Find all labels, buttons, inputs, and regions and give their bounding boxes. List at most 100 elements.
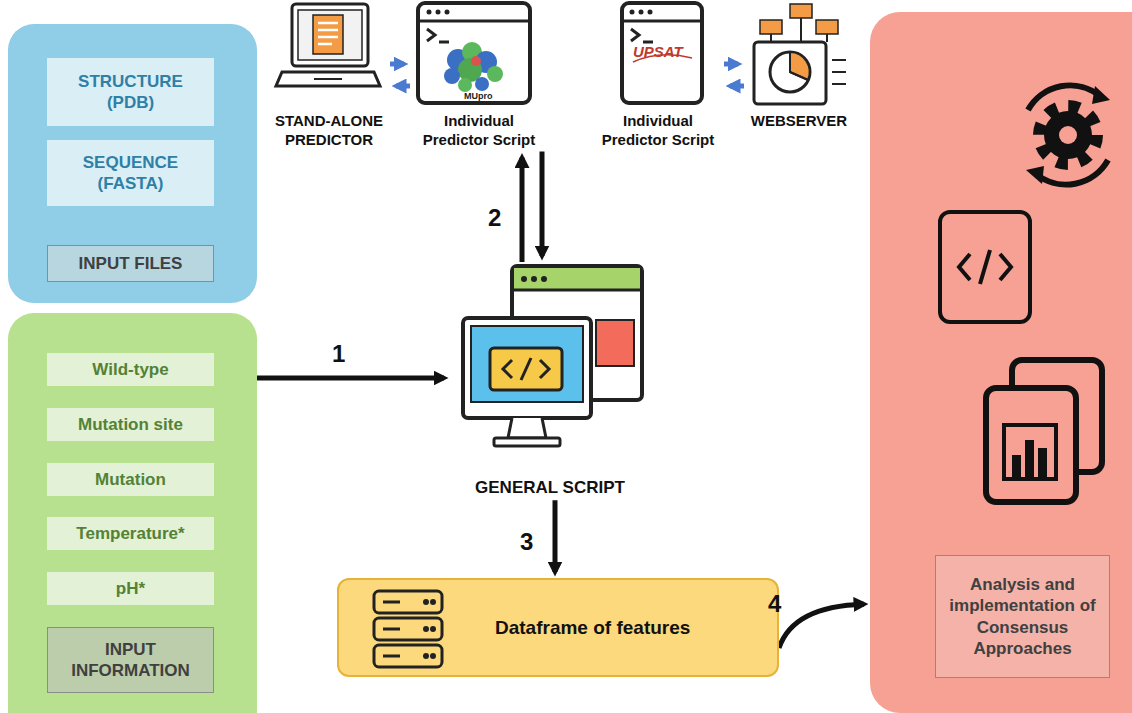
node-label: Mutation site	[78, 414, 183, 435]
node-label: GENERAL SCRIPT	[450, 477, 650, 498]
drawing-part	[790, 52, 810, 80]
panel-heading: INPUT INFORMATION	[47, 627, 214, 693]
drawing-part	[462, 42, 482, 62]
drawing-part	[430, 653, 436, 659]
drawing-part	[445, 10, 450, 15]
node-label: pH*	[116, 578, 145, 599]
drawing-part	[423, 653, 429, 659]
tool-logo-text: UPSAT	[633, 44, 683, 59]
callout-number: 2	[488, 206, 501, 230]
input-field-box: Temperature*	[47, 517, 214, 550]
drawing-part	[514, 268, 640, 290]
flow-arrow	[390, 62, 404, 67]
drawing-part	[512, 289, 642, 292]
input-file-box: STRUCTURE (PDB)	[47, 58, 214, 126]
drawing-part	[292, 4, 368, 66]
drawing-part	[648, 10, 653, 15]
drawing-part	[423, 599, 429, 605]
flow-arrow	[724, 62, 738, 67]
drawing-part	[1028, 85, 1100, 110]
drawing-part	[986, 388, 1076, 502]
predictor-node: STAND-ALONE PREDICTOR	[268, 0, 390, 152]
drawing-part	[754, 42, 826, 104]
drawing-part	[471, 56, 481, 66]
gear-icon	[1026, 85, 1110, 184]
drawing-part	[444, 68, 460, 84]
drawing-part	[487, 66, 503, 82]
drawing-part	[622, 20, 702, 23]
drawing-part	[816, 20, 838, 34]
drawing-part	[1036, 160, 1108, 185]
drawing-part	[276, 72, 380, 86]
panel-heading: Analysis and implementation of Consensus…	[935, 555, 1110, 678]
panel-heading: INPUT FILES	[47, 245, 214, 282]
drawing-part	[771, 18, 846, 84]
callout-number: 4	[768, 592, 781, 616]
node-label: WEBSERVER	[744, 112, 854, 131]
input-field-box: Mutation site	[47, 408, 214, 441]
drawing-part	[1038, 448, 1047, 479]
node-label: Temperature*	[76, 523, 184, 544]
input-field-box: Mutation	[47, 463, 214, 496]
drawing-part	[503, 358, 549, 380]
drawing-part	[596, 320, 634, 366]
drawing-part	[1092, 86, 1110, 104]
drawing-part	[436, 10, 441, 15]
drawing-part	[447, 49, 469, 71]
drawing-part	[1004, 425, 1056, 479]
drawing-part	[374, 618, 442, 640]
predictor-script-node: Individual Predictor Script	[592, 0, 724, 152]
drawing-part	[541, 276, 547, 282]
flow-arrow	[396, 84, 410, 89]
node-label: STAND-ALONE PREDICTOR	[268, 112, 390, 150]
webserver-node: WEBSERVER	[744, 0, 854, 133]
drawing-part	[490, 348, 562, 390]
flow-arrow	[553, 500, 558, 572]
drawing-part	[383, 602, 400, 656]
node-label: Individual Predictor Script	[410, 112, 548, 150]
drawing-part	[959, 250, 1011, 284]
drawing-part	[318, 23, 338, 44]
input-files-panel: INPUT FILES STRUCTURE (PDB) SEQUENCE (FAST…	[8, 24, 257, 303]
code-icon	[940, 212, 1030, 322]
input-information-panel: INPUT INFORMATIONWild-typeMutation siteM…	[8, 313, 257, 713]
drawing-part	[475, 77, 489, 91]
drawing-part	[427, 10, 432, 15]
drawing-part	[494, 438, 560, 446]
drawing-part	[418, 3, 530, 103]
consensus-panel: Analysis and implementation of Consensus…	[870, 12, 1132, 713]
drawing-part	[475, 51, 497, 73]
drawing-part	[298, 10, 362, 60]
drawing-part	[427, 29, 449, 42]
drawing-part	[531, 276, 537, 282]
node-label: Mutation	[95, 469, 166, 490]
drawing-part	[430, 599, 436, 605]
callout-number: 1	[332, 342, 345, 366]
flow-arrow	[257, 376, 444, 381]
drawing-part	[458, 78, 472, 92]
drawing-part	[790, 4, 812, 18]
dataframe-box: Dataframe of features	[337, 578, 779, 677]
drawing-part	[1012, 360, 1102, 472]
drawing-part	[512, 266, 642, 400]
drawing-part	[1040, 107, 1096, 163]
drawing-part	[1059, 126, 1077, 144]
flow-arrow	[520, 158, 525, 263]
drawing-part	[639, 10, 644, 15]
drawing-part	[374, 645, 442, 667]
drawing-part	[630, 10, 635, 15]
report-icon	[986, 360, 1102, 502]
drawing-part	[314, 78, 342, 80]
protein-structure	[444, 42, 503, 92]
drawing-part	[1044, 111, 1092, 159]
drawing-part	[418, 20, 530, 23]
flow-arrow	[540, 152, 545, 257]
drawing-part	[622, 3, 702, 103]
node-label: SEQUENCE (FASTA)	[71, 152, 190, 195]
drawing-part	[940, 212, 1030, 322]
drawing-part	[760, 20, 782, 34]
drawing-part	[313, 15, 343, 54]
drawing-part	[374, 591, 442, 613]
tool-logo-text: MUpro	[464, 92, 493, 101]
